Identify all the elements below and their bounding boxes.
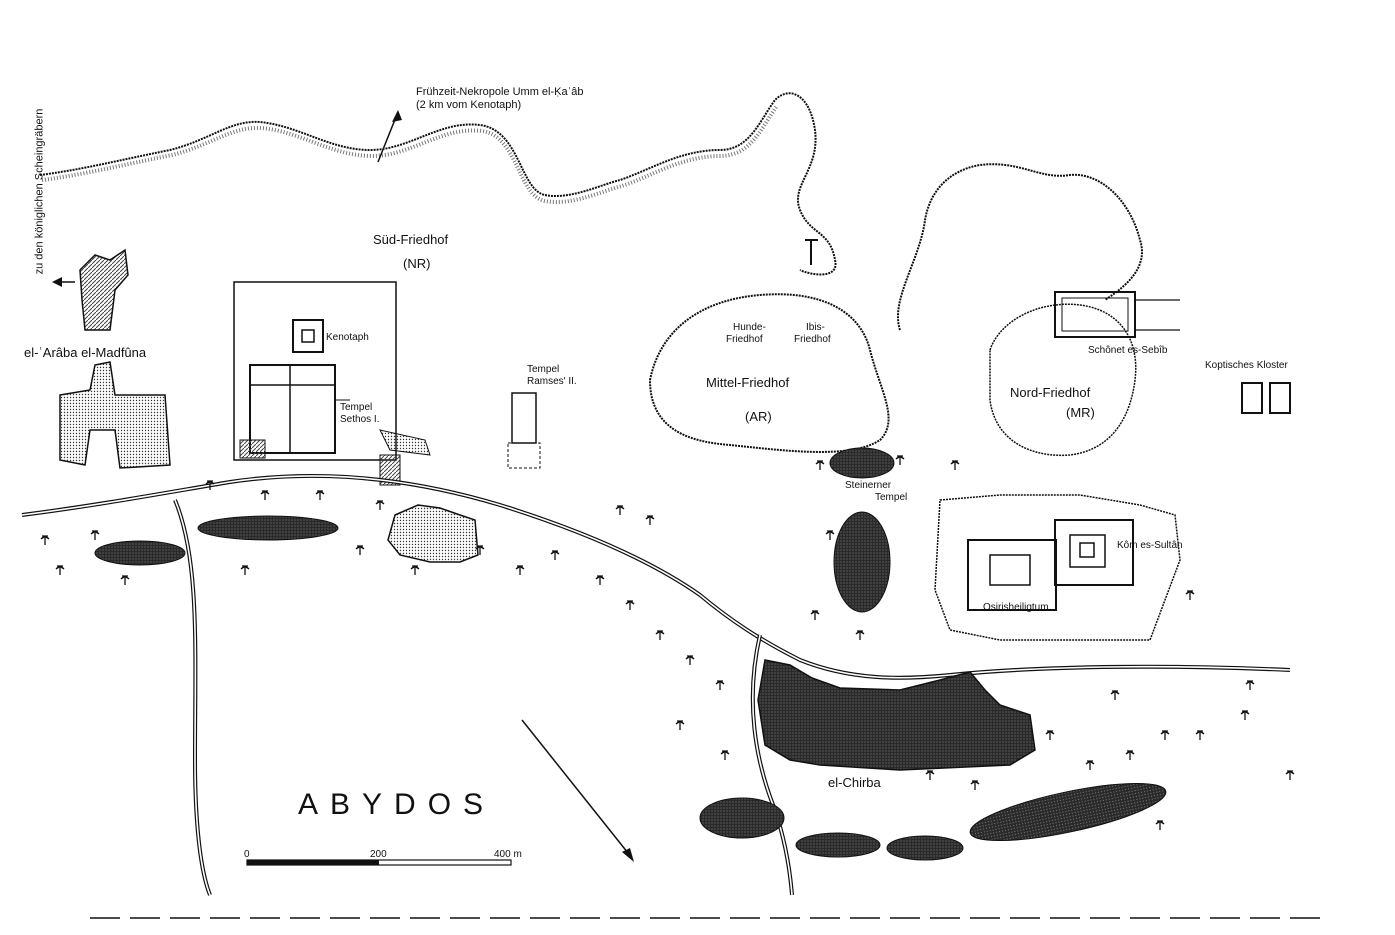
label-tempel-sethos-2: Sethos I. [340,414,380,425]
label-osirisheiligtum: Osirisheiligtum [983,602,1049,613]
label-kom-es-sultan: Kôm es-Sultân [1117,540,1183,551]
label-shunet-es-zebib: Schônet es-Sebîb [1088,345,1168,356]
label-steinerner-tempel-2: Tempel [875,492,908,503]
label-mittel-period: (AR) [745,409,772,424]
scale-bar [246,859,512,866]
nord-friedhof-hill [989,303,1137,457]
label-steinerner-tempel-1: Steinerner [845,480,892,491]
marsh-4 [833,511,891,613]
coptic-monastery-building-2 [1269,382,1291,414]
sethos-enclosure [233,281,397,461]
ruin-mound-center [387,504,479,563]
scale-tick-400: 400 m [494,849,522,860]
road-south-west [173,499,212,896]
label-tempel-sethos-1: Tempel [340,402,373,413]
araba-ruin-south [59,361,171,469]
osirisheiligtum [967,539,1057,611]
label-mittel-friedhof: Mittel-Friedhof [706,375,790,390]
label-kenotaph: Kenotaph [326,332,369,343]
label-el-araba: el-ʿArâba el-Madfûna [24,345,147,360]
label-umm-el-qaab: Frühzeit-Nekropole Umm el-Ḳaʿâb [416,86,584,98]
north-escarpment [897,163,1143,331]
marsh-5 [699,797,785,839]
desert-escarpment [39,92,837,276]
label-koptisches-kloster: Koptisches Kloster [1205,360,1288,371]
marsh-3 [829,447,895,479]
marsh-1 [94,540,186,566]
mittel-friedhof-hill [648,293,890,453]
marsh-8 [969,782,1167,842]
kenotaph-building [292,319,324,353]
el-chirba-mound [757,659,1036,771]
marsh-7 [886,835,964,861]
ramses-temple [511,392,537,444]
marsh-6 [795,832,881,858]
kom-sultan-enclosure [1054,519,1134,586]
label-nord-friedhof: Nord-Friedhof [1010,385,1091,400]
small-monument [805,239,818,265]
coptic-monastery-building-1 [1241,382,1263,414]
label-ibis-friedhof-2: Friedhof [794,334,831,345]
label-tempel-ramses-1: Tempel [527,364,560,375]
araba-ruin-north [79,248,129,331]
palm-tree-icon [40,455,1295,831]
label-ibis-friedhof-1: Ibis- [806,322,825,333]
north-arrow-icon [521,719,633,859]
label-sued-friedhof-period: (NR) [403,256,431,271]
map-title: ABYDOS [298,788,496,821]
label-sued-friedhof: Süd-Friedhof [373,232,449,247]
kom-sultan-area [934,494,1181,641]
label-el-chirba: el-Chirba [828,775,881,790]
scale-tick-200: 200 [370,849,387,860]
label-tempel-ramses-2: Ramses' II. [527,376,577,387]
label-hunde-friedhof-2: Friedhof [726,334,763,345]
label-hunde-friedhof-1: Hunde- [733,322,766,333]
marsh-2 [197,515,339,541]
label-nord-period: (MR) [1066,405,1095,420]
road-main [21,473,1291,680]
label-umm-el-qaab-distance: (2 km vom Kenotaph) [416,99,522,111]
label-scheingraeber: zu den königlichen Scheingräbern [33,108,46,275]
sethos-temple [249,364,336,454]
shunet-es-zebib [1054,291,1136,338]
scale-tick-0: 0 [244,849,250,860]
